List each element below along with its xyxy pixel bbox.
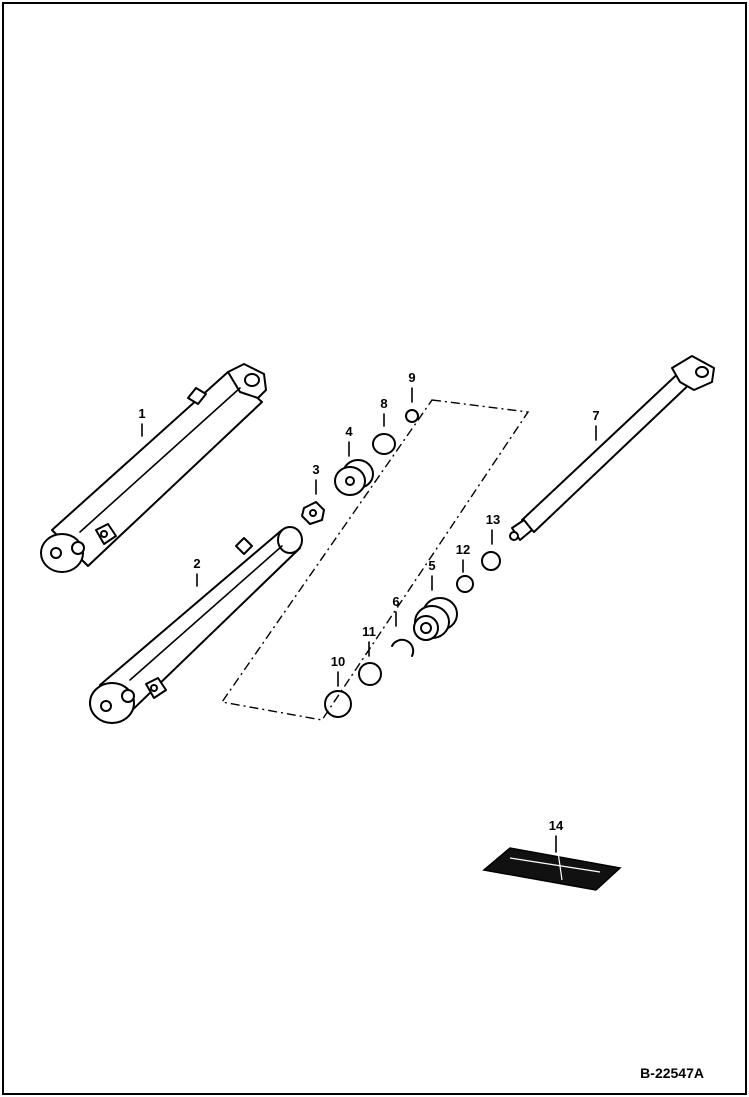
part-9-seal — [405, 409, 419, 423]
callout-2: 2 — [193, 556, 200, 571]
figure-id: B-22547A — [640, 1065, 704, 1081]
part-4-piston — [334, 459, 374, 496]
part-7-rod — [509, 355, 715, 541]
part-12-wiper — [456, 575, 474, 593]
part-13-rod-seal — [481, 551, 501, 571]
callout-12: 12 — [456, 542, 470, 557]
callout-5: 5 — [428, 558, 435, 573]
part-3-nut — [301, 501, 325, 525]
part-10-o-ring — [324, 690, 352, 718]
callout-7: 7 — [592, 408, 599, 423]
part-1-cylinder-assembly — [40, 363, 267, 573]
callout-3: 3 — [312, 462, 319, 477]
part-11-backup-ring — [358, 662, 382, 686]
leader-lines — [141, 387, 597, 853]
callout-6: 6 — [392, 594, 399, 609]
callout-4: 4 — [345, 424, 353, 439]
part-6-snap-ring — [391, 638, 415, 657]
part-8-o-ring — [372, 433, 396, 455]
callout-1: 1 — [138, 406, 145, 421]
part-2-barrel — [89, 526, 303, 724]
part-14-label-strip — [482, 847, 622, 891]
callout-9: 9 — [408, 370, 415, 385]
seal-kit-outline — [220, 399, 530, 721]
callout-11: 11 — [362, 624, 376, 639]
callout-10: 10 — [331, 654, 345, 669]
callout-14: 14 — [549, 818, 564, 833]
callout-8: 8 — [380, 396, 387, 411]
part-5-head — [413, 597, 458, 641]
callout-13: 13 — [486, 512, 500, 527]
